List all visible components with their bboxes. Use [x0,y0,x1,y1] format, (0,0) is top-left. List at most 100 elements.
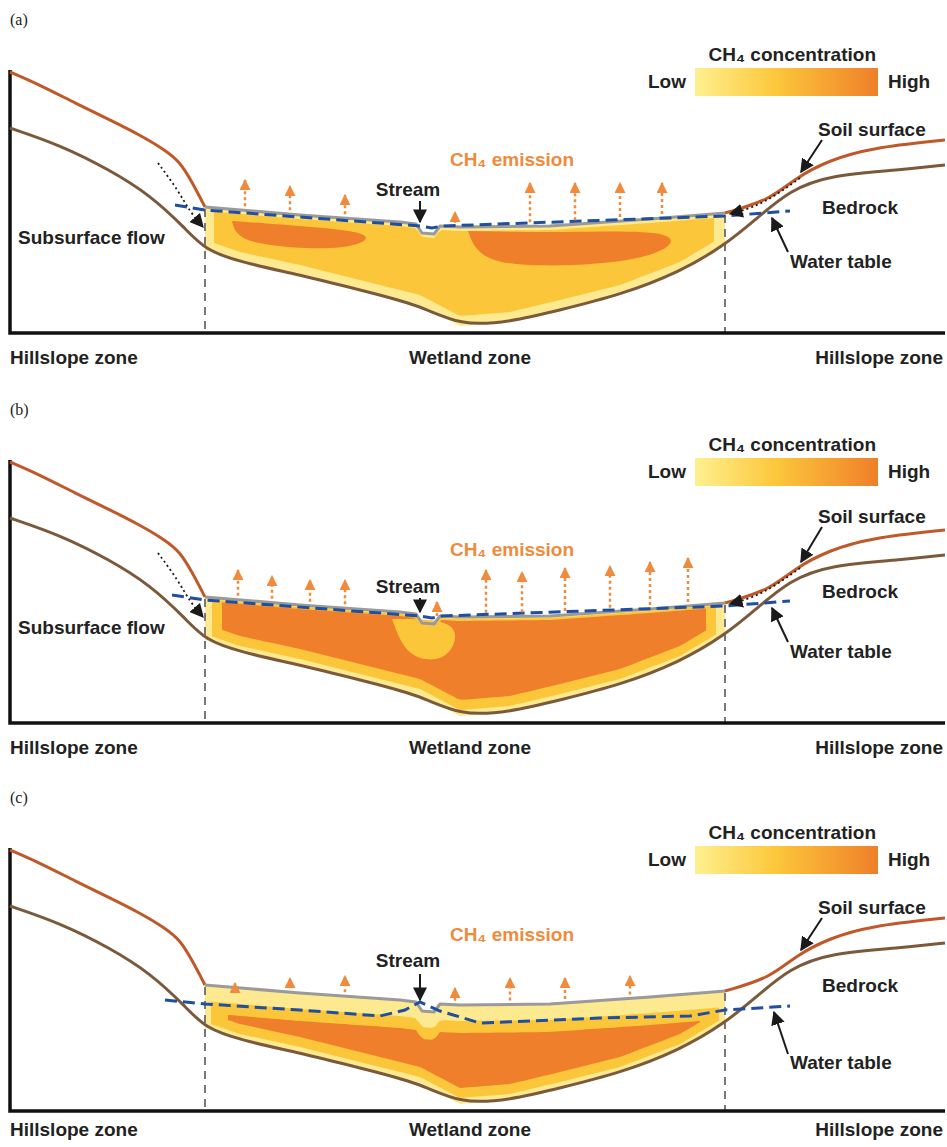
leader-arrow [801,527,822,562]
flow-label: Subsurface flow [18,617,165,639]
emission-arrow [454,988,457,1001]
emission-arrow [344,580,347,604]
emission-arrow [649,562,652,605]
subsurface-flow-arrow [730,568,800,604]
leader-arrow [772,608,788,642]
emission-arrow [234,982,237,985]
stream-label: Stream [376,950,440,972]
zone-divider [724,605,726,723]
bedrock-line [10,906,945,1101]
emission-arrow [237,570,240,596]
legend-title: CH₄ concentration [709,822,876,844]
zone-label: Wetland zone [409,737,531,759]
legend-title: CH₄ concentration [709,434,876,456]
methane-patch [392,619,455,659]
wetland-surface-line [205,597,725,624]
leader-arrow [801,918,822,950]
emission-arrow [687,558,690,602]
zone-label: Hillslope zone [10,1119,138,1141]
zone-divider [204,987,206,1111]
emission-arrow [521,572,524,612]
panel-letter: (c) [10,789,28,807]
emission-arrow [509,978,512,1000]
zone-label: Hillslope zone [10,347,138,369]
zone-label: Hillslope zone [10,737,138,759]
zone-divider [724,215,726,333]
concentration-gradient [695,68,878,96]
subsurface-flow-arrow [158,163,203,227]
flow-label: Subsurface flow [18,227,165,249]
emission-arrow [436,602,439,616]
legend-high: High [888,71,930,93]
zone-label: Hillslope zone [815,737,943,759]
bedrock-label: Bedrock [822,197,898,219]
soil-surface-label: Soil surface [818,119,926,141]
leader-arrow [801,140,822,172]
emission-label: CH₄ emission [450,539,574,561]
subsurface-flow-arrow [158,553,203,617]
zone-divider [204,599,206,723]
emission-arrow [661,183,664,214]
leader-arrow [774,1012,788,1054]
emission-arrow [564,978,567,999]
emission-label: CH₄ emission [450,149,574,171]
emission-arrow [629,976,632,994]
water-table-label: Water table [790,1052,892,1074]
emission-arrow [574,183,577,220]
soil-surface-line [10,850,205,985]
water-table-line [175,205,790,228]
legend-high: High [888,461,930,483]
leader-arrow [419,974,421,1000]
emission-arrow [344,976,347,992]
water-table-line [172,595,790,618]
bedrock-line [10,128,945,323]
legend-high: High [888,849,930,871]
frame-axis [10,460,945,723]
soil-surface-line [725,530,945,603]
leader-arrow [419,201,421,222]
concentration-gradient [695,458,878,486]
stream-label: Stream [376,576,440,598]
emission-arrow [344,195,347,214]
subsurface-flow-arrow [730,178,800,214]
emission-arrow [289,978,292,988]
bedrock-line [10,518,945,713]
emission-arrow [454,212,457,223]
frame-axis [10,70,945,333]
legend-low: Low [648,849,686,871]
emission-arrow [619,183,622,217]
water-table-label: Water table [790,641,892,663]
water-table-line [165,1000,790,1023]
zone-label: Wetland zone [409,1119,531,1141]
zone-label: Wetland zone [409,347,531,369]
water-table-label: Water table [790,251,892,273]
concentration-gradient [695,846,878,874]
panel-illustration [10,846,945,1111]
legend-title: CH₄ concentration [709,44,876,66]
zone-label: Hillslope zone [815,347,943,369]
bedrock-label: Bedrock [822,975,898,997]
methane-layer [228,1015,700,1088]
bedrock-label: Bedrock [822,581,898,603]
leader-arrow [772,218,788,252]
emission-arrow [271,576,274,599]
soil-surface-label: Soil surface [818,506,926,528]
emission-arrow [609,566,612,608]
soil-surface-line [10,462,205,597]
emission-label: CH₄ emission [450,924,574,946]
emission-arrow [564,568,567,611]
methane-layer [205,985,725,1104]
emission-arrow [529,183,532,222]
methane-patch [232,221,366,248]
emission-arrow [289,186,292,210]
wetland-surface-line [205,207,725,234]
soil-surface-line [10,72,205,207]
panel-letter: (a) [10,11,28,29]
soil-surface-label: Soil surface [818,897,926,919]
panel-illustration [10,458,945,723]
stream-label: Stream [376,179,440,201]
panel-illustration [10,68,945,333]
methane-patch [468,231,671,265]
